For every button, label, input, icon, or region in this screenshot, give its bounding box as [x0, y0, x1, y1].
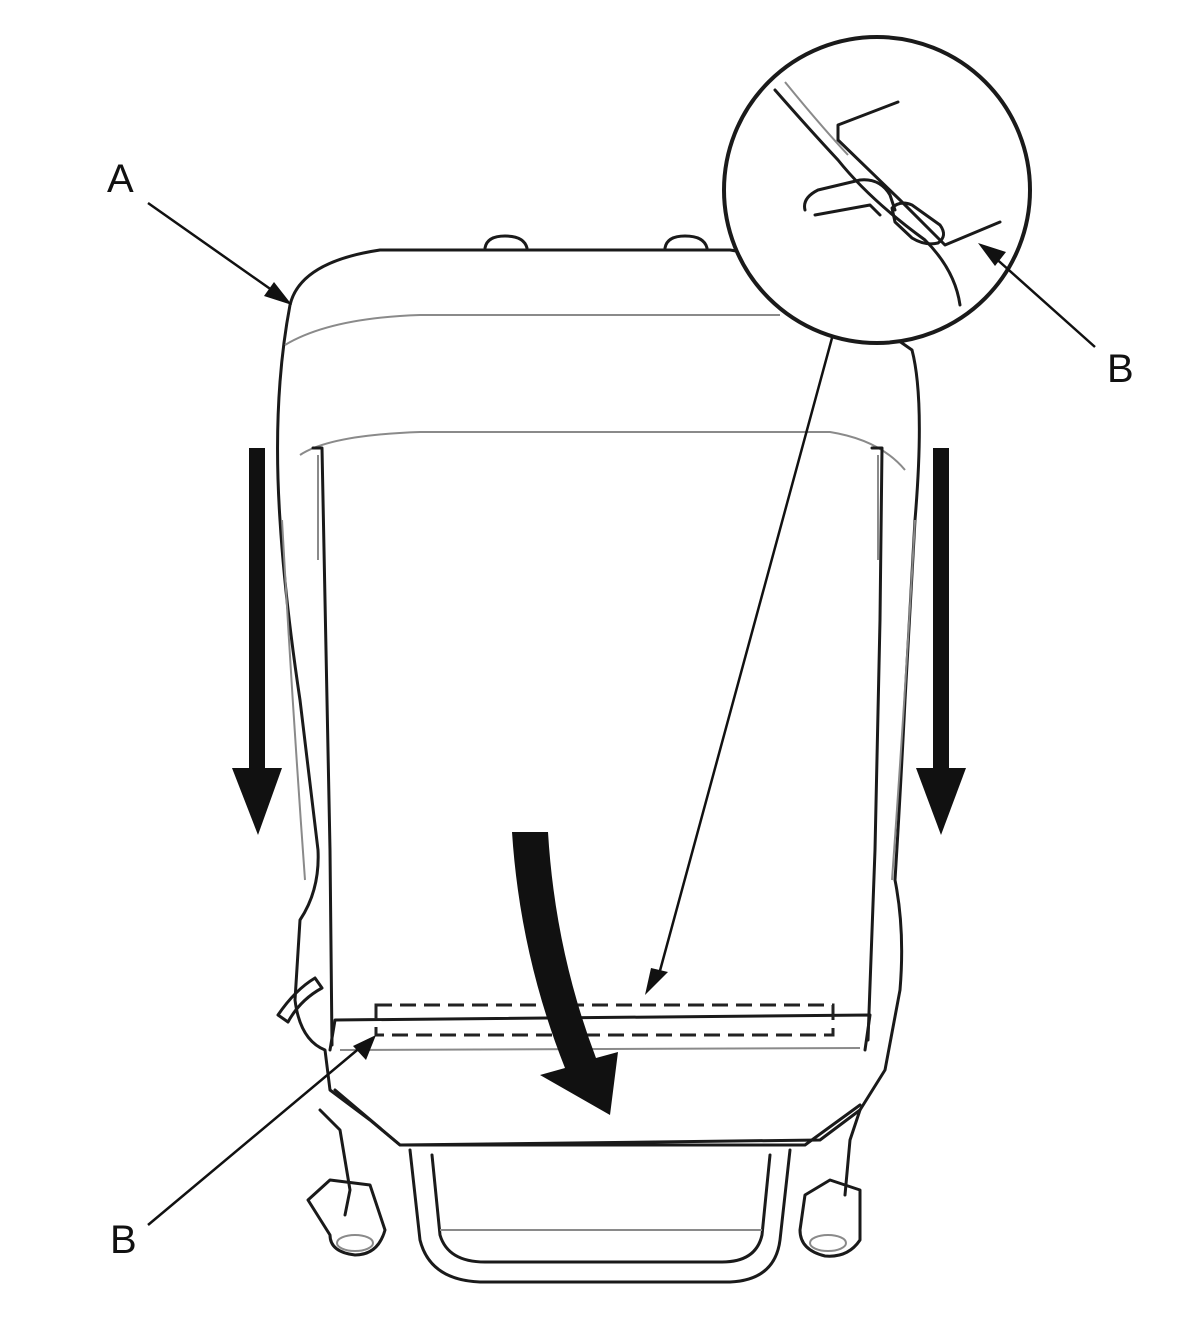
left-bolster-fold	[281, 519, 306, 881]
right-foot	[798, 1178, 862, 1258]
callout-a: A	[107, 157, 292, 305]
detail-hook-inner	[813, 203, 882, 217]
left-arrow-head	[232, 768, 282, 835]
right-seam	[866, 446, 884, 1042]
left-foot-cap	[336, 1234, 374, 1252]
label-a: A	[107, 157, 134, 201]
right-arrow-head	[916, 768, 966, 835]
top-seam	[284, 314, 780, 346]
upper-seam	[299, 431, 906, 471]
curved-arrow-body	[512, 832, 618, 1115]
leader-a-arrowhead	[264, 282, 292, 305]
left-foot	[306, 1178, 387, 1257]
detail-leader-line	[656, 337, 834, 979]
curved-arrow-icon	[512, 832, 618, 1115]
callout-b-bottom: B	[110, 1035, 376, 1262]
detail-cover-edge	[773, 88, 962, 307]
leader-b-bottom-arrowhead	[353, 1035, 376, 1060]
bottom-flap	[328, 1013, 872, 1052]
seat-back	[276, 234, 921, 1284]
left-arrow-shaft	[249, 448, 265, 778]
leader-b-detail	[991, 254, 1096, 348]
detail-leader-arrowhead	[645, 968, 668, 995]
left-seam	[311, 446, 334, 1047]
detail-plate-top	[836, 100, 900, 142]
callout-b-detail: B	[978, 243, 1134, 391]
headrest-guide-right	[663, 234, 709, 250]
leader-a	[147, 201, 277, 295]
recline-lever	[276, 976, 324, 1024]
right-arrow-shaft	[933, 448, 949, 778]
detail-plate-edge	[836, 138, 1002, 247]
seat-back-outline	[276, 248, 921, 1147]
hook-strip	[374, 1003, 835, 1037]
right-bolster-fold	[891, 519, 916, 881]
down-arrow-icon	[232, 448, 966, 835]
bottom-seam	[339, 1047, 861, 1051]
headrest-guide-left	[483, 234, 529, 250]
detail-circle	[722, 35, 1032, 345]
detail-hook	[803, 178, 897, 212]
seat-frame-handle	[408, 1148, 792, 1284]
label-b-bottom: B	[110, 1218, 137, 1262]
detail-view	[722, 35, 1032, 345]
leader-b-bottom	[147, 1045, 363, 1226]
hook-strip-outline	[374, 1003, 835, 1037]
right-leg	[843, 1108, 862, 1197]
detail-cover-fold	[784, 81, 849, 156]
leader-b-detail-arrowhead	[978, 243, 1006, 266]
right-foot-cap	[809, 1234, 847, 1252]
left-leg	[318, 1108, 352, 1217]
lower-edge	[333, 1088, 862, 1147]
detail-slot	[890, 201, 945, 246]
seat-frame-handle-inner	[430, 1153, 772, 1264]
label-b-detail: B	[1107, 347, 1134, 391]
